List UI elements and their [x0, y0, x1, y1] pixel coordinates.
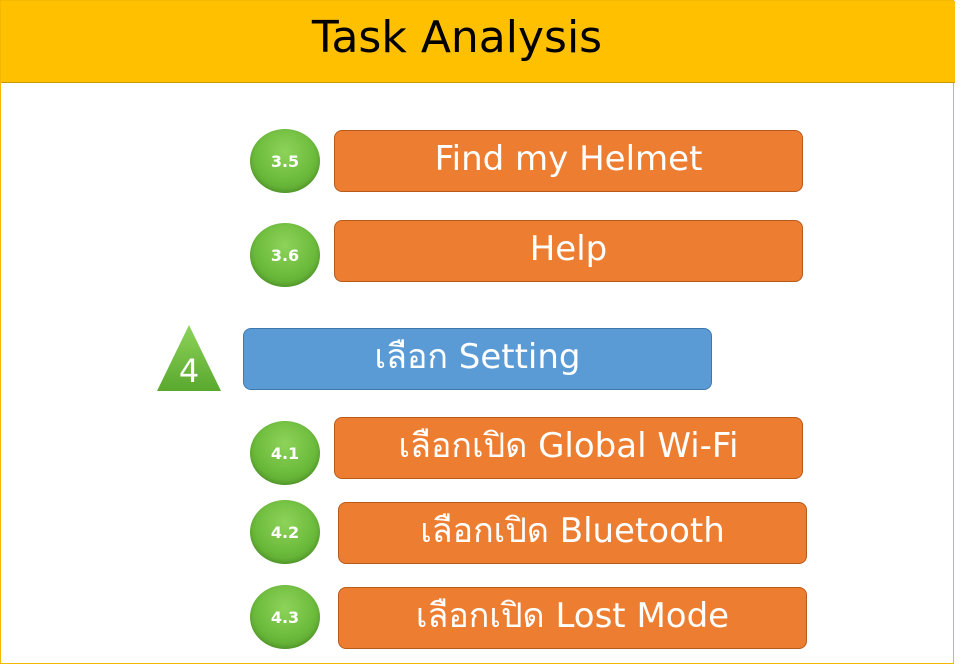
step-triangle-icon — [157, 325, 221, 391]
title-bar: Task Analysis — [1, 1, 955, 83]
task-box-help: Help — [334, 220, 803, 282]
step-number-badge: 3.5 — [250, 129, 320, 193]
task-box-lost-mode: เลือกเปิด Lost Mode — [338, 587, 807, 649]
task-box-find-my-helmet: Find my Helmet — [334, 130, 803, 192]
step-number-badge: 3.6 — [250, 223, 320, 287]
main-step-box-setting: เลือก Setting — [243, 328, 712, 390]
task-box-bluetooth: เลือกเปิด Bluetooth — [338, 502, 807, 564]
task-box-global-wifi: เลือกเปิด Global Wi-Fi — [334, 417, 803, 479]
step-number-badge: 4.3 — [250, 585, 320, 649]
step-number-main: 4 — [178, 352, 200, 390]
page-title: Task Analysis — [311, 12, 603, 63]
step-number-badge: 4.1 — [250, 421, 320, 485]
step-number-badge: 4.2 — [250, 500, 320, 564]
